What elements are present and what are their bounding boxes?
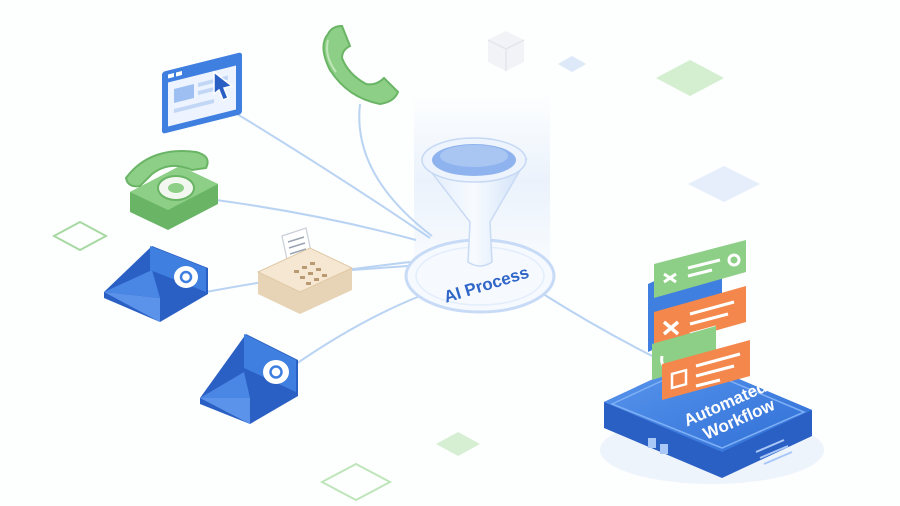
platform-port-icon (648, 438, 656, 448)
deco-tile (51, 220, 109, 252)
cursor-icon (213, 70, 234, 101)
connector-mobile-phone (358, 103, 433, 237)
connector-lines (205, 99, 661, 365)
deco-tile (656, 60, 724, 96)
deco-tile (558, 56, 586, 72)
source-desk-telephone[interactable] (124, 150, 218, 230)
connector-email-2 (295, 295, 421, 365)
connector-desk-phone (215, 199, 417, 241)
deco-tile (319, 462, 393, 502)
source-email-2[interactable] (200, 334, 298, 424)
mobile-phone-handset-icon (322, 24, 400, 106)
deco-tile (436, 432, 480, 456)
source-fax-machine[interactable] (256, 227, 354, 314)
connector-browser (213, 99, 431, 239)
ai-process-hub[interactable]: AI Process (404, 137, 556, 314)
automated-workflow-platform[interactable]: Automated Workflow (600, 240, 824, 484)
checkbox-icon (670, 368, 688, 390)
desk-telephone-icon (124, 150, 218, 230)
workflow-card-checklist (662, 340, 750, 400)
connector-fax (351, 265, 409, 271)
email-envelope-icon (200, 334, 298, 424)
workflow-cards (648, 240, 750, 400)
browser-window-icon (162, 52, 242, 134)
deco-tile (688, 166, 760, 202)
source-mobile-phone[interactable] (322, 24, 400, 106)
source-browser-window[interactable] (162, 52, 242, 134)
email-envelope-icon (104, 246, 208, 322)
gear-icon (727, 253, 741, 267)
source-email-1[interactable] (104, 246, 208, 322)
fax-machine-icon (256, 227, 354, 314)
background-decorations (51, 31, 760, 502)
workflow-card-settings (654, 240, 746, 298)
connector-output (539, 291, 661, 361)
funnel-icon (421, 137, 528, 267)
tools-icon (662, 320, 680, 336)
